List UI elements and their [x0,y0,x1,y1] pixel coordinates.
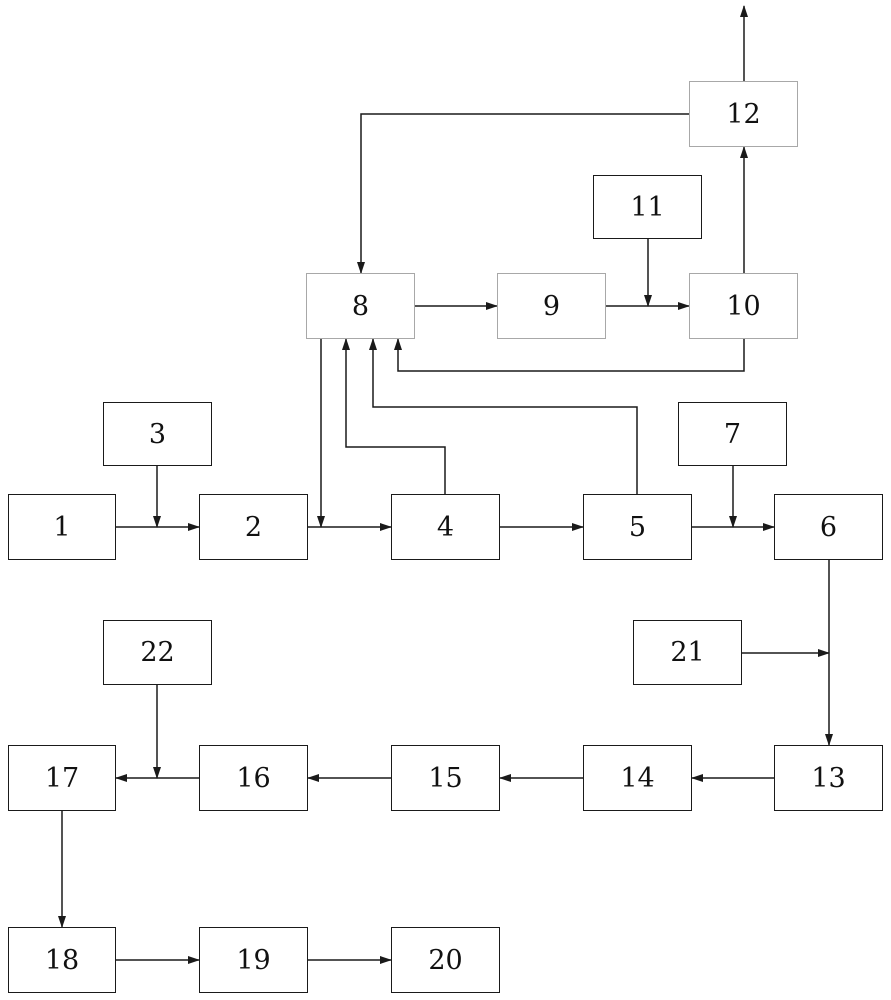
node-13: 13 [774,745,883,811]
node-17-label: 17 [44,762,80,794]
node-13-label: 13 [811,762,846,794]
node-20-label: 20 [428,944,463,976]
node-3-label: 3 [148,418,167,450]
edge-12-to-8 [357,113,689,274]
node-10-label: 10 [726,290,761,322]
node-11: 11 [593,175,702,239]
node-8-label: 8 [351,290,370,322]
edge-5-to-8 [369,338,638,494]
node-18-label: 18 [44,944,80,976]
node-7-label: 7 [723,418,742,450]
node-16: 16 [199,745,308,811]
node-15: 15 [391,745,500,811]
node-6-label: 6 [819,511,838,543]
node-18: 18 [8,927,116,993]
node-3: 3 [103,402,212,466]
node-19: 19 [199,927,308,993]
node-20: 20 [391,927,500,993]
node-21-label: 21 [670,637,705,668]
node-6: 6 [774,494,883,560]
node-1: 1 [8,494,116,560]
node-9-label: 9 [542,290,561,322]
node-14: 14 [583,745,692,811]
node-4: 4 [391,494,500,560]
node-8: 8 [306,273,415,339]
node-12-label: 12 [726,98,761,130]
node-19-label: 19 [236,944,271,976]
node-21: 21 [633,620,742,685]
node-16-label: 16 [236,762,271,794]
node-11-label: 11 [630,191,665,223]
node-10: 10 [689,273,798,339]
node-22: 22 [103,620,212,685]
node-17: 17 [8,745,116,811]
node-4-label: 4 [436,511,455,543]
node-9: 9 [497,273,606,339]
node-12: 12 [689,81,798,147]
node-5: 5 [583,494,692,560]
node-5-label: 5 [628,511,647,543]
node-15-label: 15 [428,762,463,794]
edge-4-to-8 [342,338,446,494]
node-22-label: 22 [140,637,175,668]
node-14-label: 14 [620,762,655,794]
node-2-label: 2 [244,511,263,543]
edge-10-to-8 [394,338,745,372]
node-7: 7 [678,402,787,466]
node-2: 2 [199,494,308,560]
node-1-label: 1 [53,511,71,543]
